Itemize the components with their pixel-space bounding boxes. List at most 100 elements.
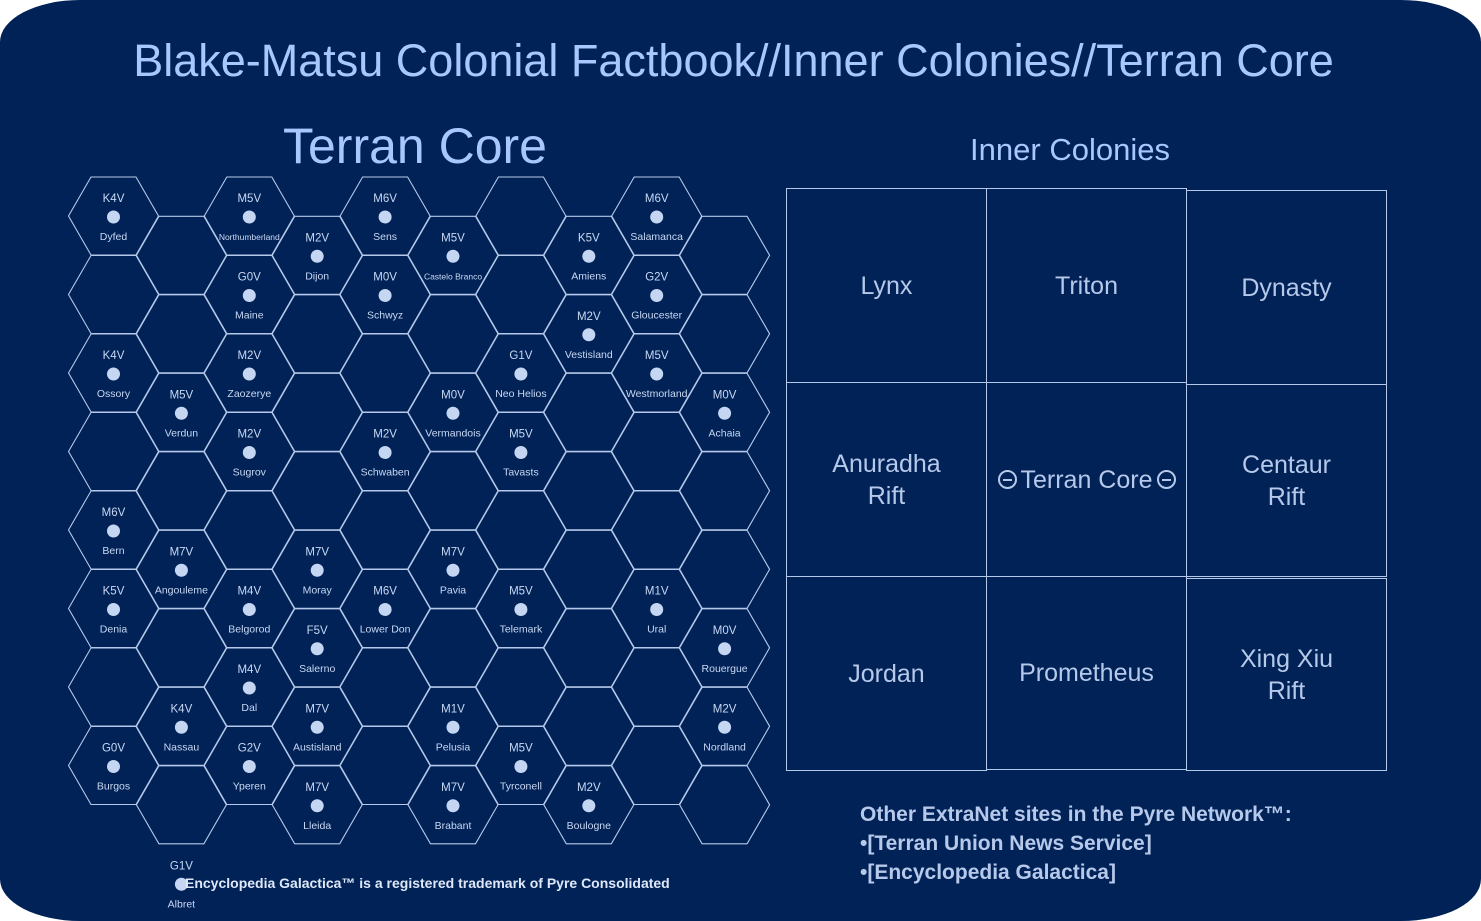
star-dot: [378, 603, 392, 616]
system-name-label: Angouleme: [155, 584, 208, 596]
system-name-label: Dal: [241, 702, 257, 714]
star-dot: [107, 524, 120, 538]
star-dot: [378, 210, 392, 224]
region-dynasty[interactable]: Dynasty: [1186, 190, 1387, 385]
star-dot: [242, 446, 256, 459]
system-name-label: Denia: [100, 624, 128, 636]
spectral-type-label: M4V: [237, 664, 261, 676]
spectral-type-label: K4V: [171, 703, 193, 715]
hex-cell: [543, 451, 635, 531]
region-lynx[interactable]: Lynx: [786, 188, 987, 383]
region-jordan[interactable]: Jordan: [786, 576, 987, 771]
star-dot: [310, 642, 324, 656]
system-name-label: Maine: [235, 310, 264, 322]
system-name-label: Ural: [647, 624, 666, 636]
region-triton[interactable]: Triton: [986, 188, 1187, 383]
spectral-type-label: M0V: [713, 625, 737, 637]
star-system[interactable]: K4V Nassau: [164, 703, 200, 753]
star-system[interactable]: M0V Vermandois: [425, 389, 480, 439]
hex-cell: [271, 372, 363, 452]
hex-cell: [271, 294, 363, 374]
star-dot: [650, 603, 664, 616]
star-system[interactable]: K5V Amiens: [571, 232, 606, 282]
spectral-type-label: M2V: [577, 782, 601, 794]
star-dot: [174, 720, 188, 734]
star-system[interactable]: M4V Dal: [237, 664, 261, 714]
spectral-type-label: M7V: [305, 703, 329, 715]
region-centaur-rift[interactable]: Centaur Rift: [1186, 384, 1387, 577]
system-name-label: Lower Don: [360, 624, 411, 636]
spectral-type-label: M0V: [441, 389, 465, 401]
link-terran-union-news-service[interactable]: •[Terran Union News Service]: [860, 832, 1152, 855]
system-name-label: Amiens: [571, 270, 606, 282]
spectral-type-label: F5V: [307, 625, 328, 637]
region-prometheus[interactable]: Prometheus: [986, 576, 1187, 770]
spectral-type-label: M4V: [237, 586, 261, 598]
spectral-type-label: M7V: [170, 546, 194, 558]
star-system[interactable]: M7V Angouleme: [155, 546, 208, 596]
star-dot: [650, 289, 664, 302]
star-dot: [582, 328, 596, 342]
region-label: Xing Xiu Rift: [1239, 644, 1334, 705]
system-name-label: Nassau: [164, 741, 200, 753]
spectral-type-label: K5V: [578, 232, 600, 244]
hex-cell: [475, 176, 567, 256]
system-name-label: Austisland: [293, 741, 342, 753]
spectral-type-label: M7V: [305, 546, 329, 558]
star-dot: [310, 249, 324, 263]
spectral-type-label: M1V: [441, 703, 465, 715]
hex-cell: [678, 529, 771, 609]
hex-cell: [67, 647, 160, 727]
star-dot: [446, 406, 460, 420]
spectral-type-label: M7V: [305, 782, 329, 794]
system-name-label: Vermandois: [425, 427, 480, 439]
hex-cell: [407, 608, 499, 688]
hex-cell: [339, 333, 431, 413]
minus-circle-icon: [997, 470, 1017, 489]
link-encyclopedia-galactica[interactable]: •[Encyclopedia Galactica]: [860, 861, 1116, 884]
spectral-type-label: M7V: [441, 782, 465, 794]
star-system[interactable]: M7V Austisland: [293, 703, 342, 753]
region-label: Lynx: [860, 271, 913, 300]
region-anuradha-rift[interactable]: Anuradha Rift: [786, 382, 987, 577]
region-xing-xiu-rift[interactable]: Xing Xiu Rift: [1186, 578, 1387, 771]
